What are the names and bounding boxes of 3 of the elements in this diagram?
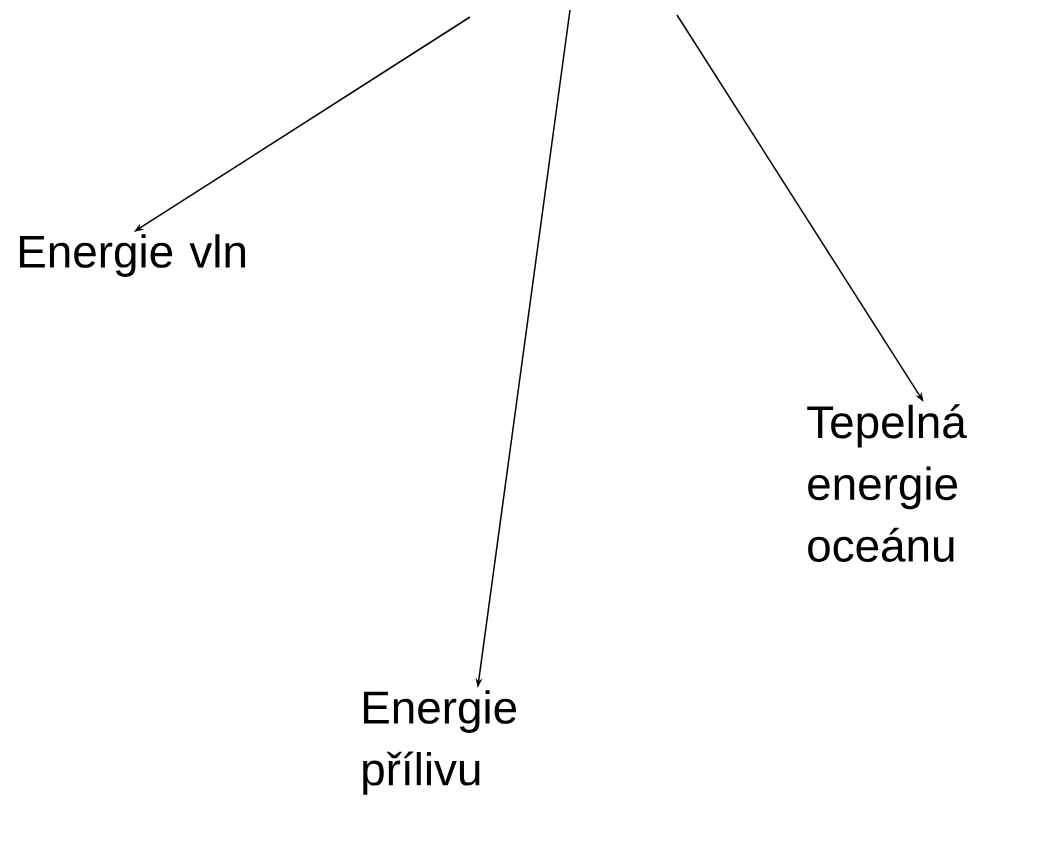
label-text: Energie přílivu	[363, 690, 517, 795]
label-text: Energie vln	[19, 234, 245, 277]
label-text: Tepelná energie oceánu	[807, 404, 967, 562]
